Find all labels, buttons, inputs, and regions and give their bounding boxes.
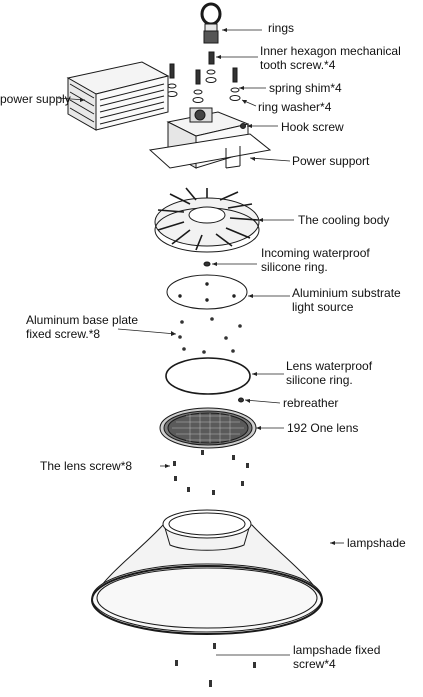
- label-rebreather: rebreather: [283, 396, 339, 410]
- rebreather-part: [238, 397, 244, 403]
- lens-silicone-ring: [165, 357, 251, 395]
- incoming-silicone-ring: [203, 261, 211, 267]
- label-aluminium-substrate: Aluminium substrate light source: [292, 286, 401, 314]
- label-base-plate-screw: Aluminum base plate fixed screw.*8: [26, 313, 139, 341]
- lampshade-screws: [175, 643, 256, 687]
- lampshade-reflector: [91, 509, 323, 635]
- label-power-support: Power support: [292, 154, 370, 168]
- ring-washers: [166, 77, 241, 103]
- label-lampshade: lampshade: [347, 536, 406, 550]
- label-inner-hex-screw: Inner hexagon mechanical tooth screw.*4: [260, 44, 401, 72]
- leader-lines: [57, 29, 344, 656]
- lens-array: [159, 407, 257, 449]
- label-one-lens: 192 One lens: [287, 421, 359, 435]
- label-lens-screw: The lens screw*8: [40, 459, 133, 473]
- power-supply-box: [66, 61, 170, 131]
- lens-screws: [173, 450, 249, 495]
- label-rings: rings: [268, 21, 295, 35]
- spring-shims: [167, 69, 240, 95]
- label-spring-shim: spring shim*4: [269, 81, 342, 95]
- label-ring-washer: ring washer*4: [258, 100, 332, 114]
- label-lens-ring: Lens waterproof silicone ring.: [286, 359, 373, 387]
- label-power-supply: power supply: [0, 92, 71, 106]
- label-cooling-body: The cooling body: [298, 213, 390, 227]
- aluminium-substrate-plate: [166, 274, 248, 310]
- power-support-bracket: [148, 107, 272, 169]
- label-hook-screw: Hook screw: [281, 120, 344, 134]
- base-plate-screws: [178, 317, 242, 354]
- arrowheads: [80, 28, 335, 545]
- label-incoming-ring: Incoming waterproof silicone ring.: [261, 246, 370, 274]
- cooling-body-heatsink: [154, 187, 260, 253]
- label-lampshade-screw: lampshade fixed screw*4: [293, 643, 381, 671]
- ring-eyebolt: [200, 2, 222, 44]
- hex-screws: [169, 51, 238, 85]
